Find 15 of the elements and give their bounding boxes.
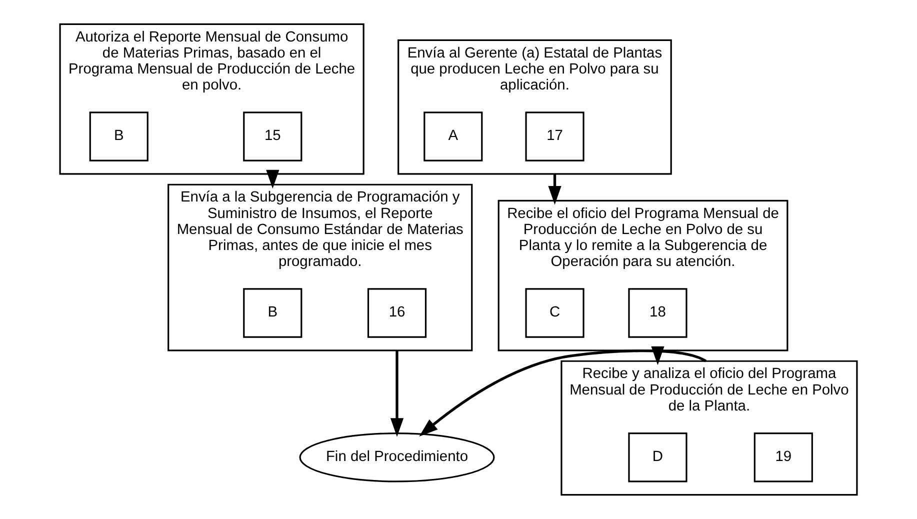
arrow [548, 174, 562, 205]
node-box: A [424, 112, 483, 162]
node-ellipse: Fin del Procedimiento [299, 432, 495, 482]
node-box: 15 [243, 112, 302, 162]
arrow [390, 350, 404, 437]
arrow [266, 170, 280, 189]
node-box: 17 [525, 112, 584, 162]
node-box: C [525, 288, 584, 338]
node-box: B [89, 112, 148, 162]
node-box: D [628, 432, 688, 482]
node-box: 18 [628, 288, 688, 338]
node-box: 16 [367, 288, 427, 338]
arrow [651, 346, 664, 366]
node-box: 19 [754, 432, 813, 482]
node-box: B [243, 288, 302, 338]
